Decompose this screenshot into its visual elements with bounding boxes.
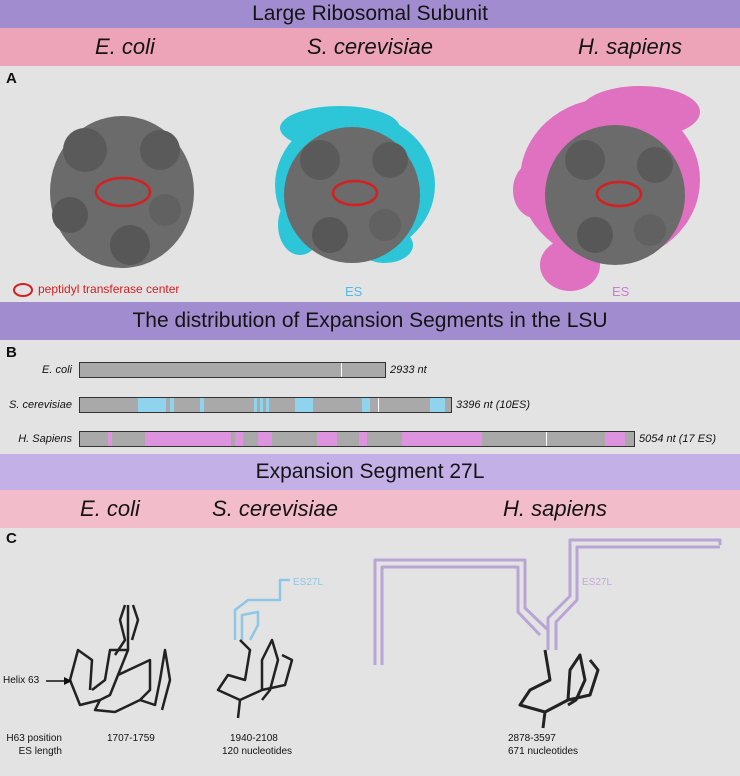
c-species-ecoli: E. coli <box>55 490 165 528</box>
panel-c-letter: C <box>6 530 17 547</box>
section-c-species-band: E. coli S. cerevisiae H. sapiens <box>0 490 740 528</box>
bar-length-human: 5054 nt (17 ES) <box>639 433 716 445</box>
yeast-rrna-bar <box>79 397 452 413</box>
bar-length-yeast: 3396 nt (10ES) <box>456 399 530 411</box>
yeast-es-length: 120 nucleotides <box>222 746 292 757</box>
yeast-ribosome <box>275 106 435 263</box>
ecoli-ribosome <box>50 116 194 268</box>
yeast-h63-position: 1940-2108 <box>230 733 278 744</box>
section-b-title: The distribution of Expansion Segments i… <box>132 309 607 333</box>
ecoli-h63-position: 1707-1759 <box>107 733 155 744</box>
bar-length-ecoli: 2933 nt <box>390 364 427 376</box>
bar-label-ecoli: E. coli <box>0 364 72 376</box>
ecoli-h63-structure <box>70 605 170 712</box>
row-label-h63: H63 position <box>0 733 62 744</box>
row-label-es-length: ES length <box>0 746 62 757</box>
section-c-title: Expansion Segment 27L <box>256 460 485 484</box>
human-es27l-label: ES27L <box>582 577 612 588</box>
c-species-hsapiens: H. sapiens <box>475 490 635 528</box>
ptc-legend-label: peptidyl transferase center <box>38 282 179 296</box>
human-es-length: 671 nucleotides <box>508 746 578 757</box>
human-h63-position: 2878-3597 <box>508 733 556 744</box>
bar-label-human: H. Sapiens <box>0 433 72 445</box>
human-es27l-structure <box>375 540 720 728</box>
yeast-es27l-structure <box>218 580 292 718</box>
human-rrna-bar <box>79 431 635 447</box>
bar-label-yeast: S. cerevisiae <box>0 399 72 411</box>
panel-b-letter: B <box>6 344 17 361</box>
human-es-label: ES <box>612 284 629 299</box>
yeast-es27l-label: ES27L <box>293 577 323 588</box>
section-c-band: Expansion Segment 27L <box>0 454 740 490</box>
ecoli-rrna-bar <box>79 362 386 378</box>
yeast-es-label: ES <box>345 284 362 299</box>
human-ribosome <box>513 86 700 291</box>
section-b-band: The distribution of Expansion Segments i… <box>0 302 740 340</box>
ptc-legend-icon <box>14 284 32 296</box>
helix-63-label: Helix 63 <box>3 675 39 686</box>
c-species-scerevisiae: S. cerevisiae <box>195 490 355 528</box>
